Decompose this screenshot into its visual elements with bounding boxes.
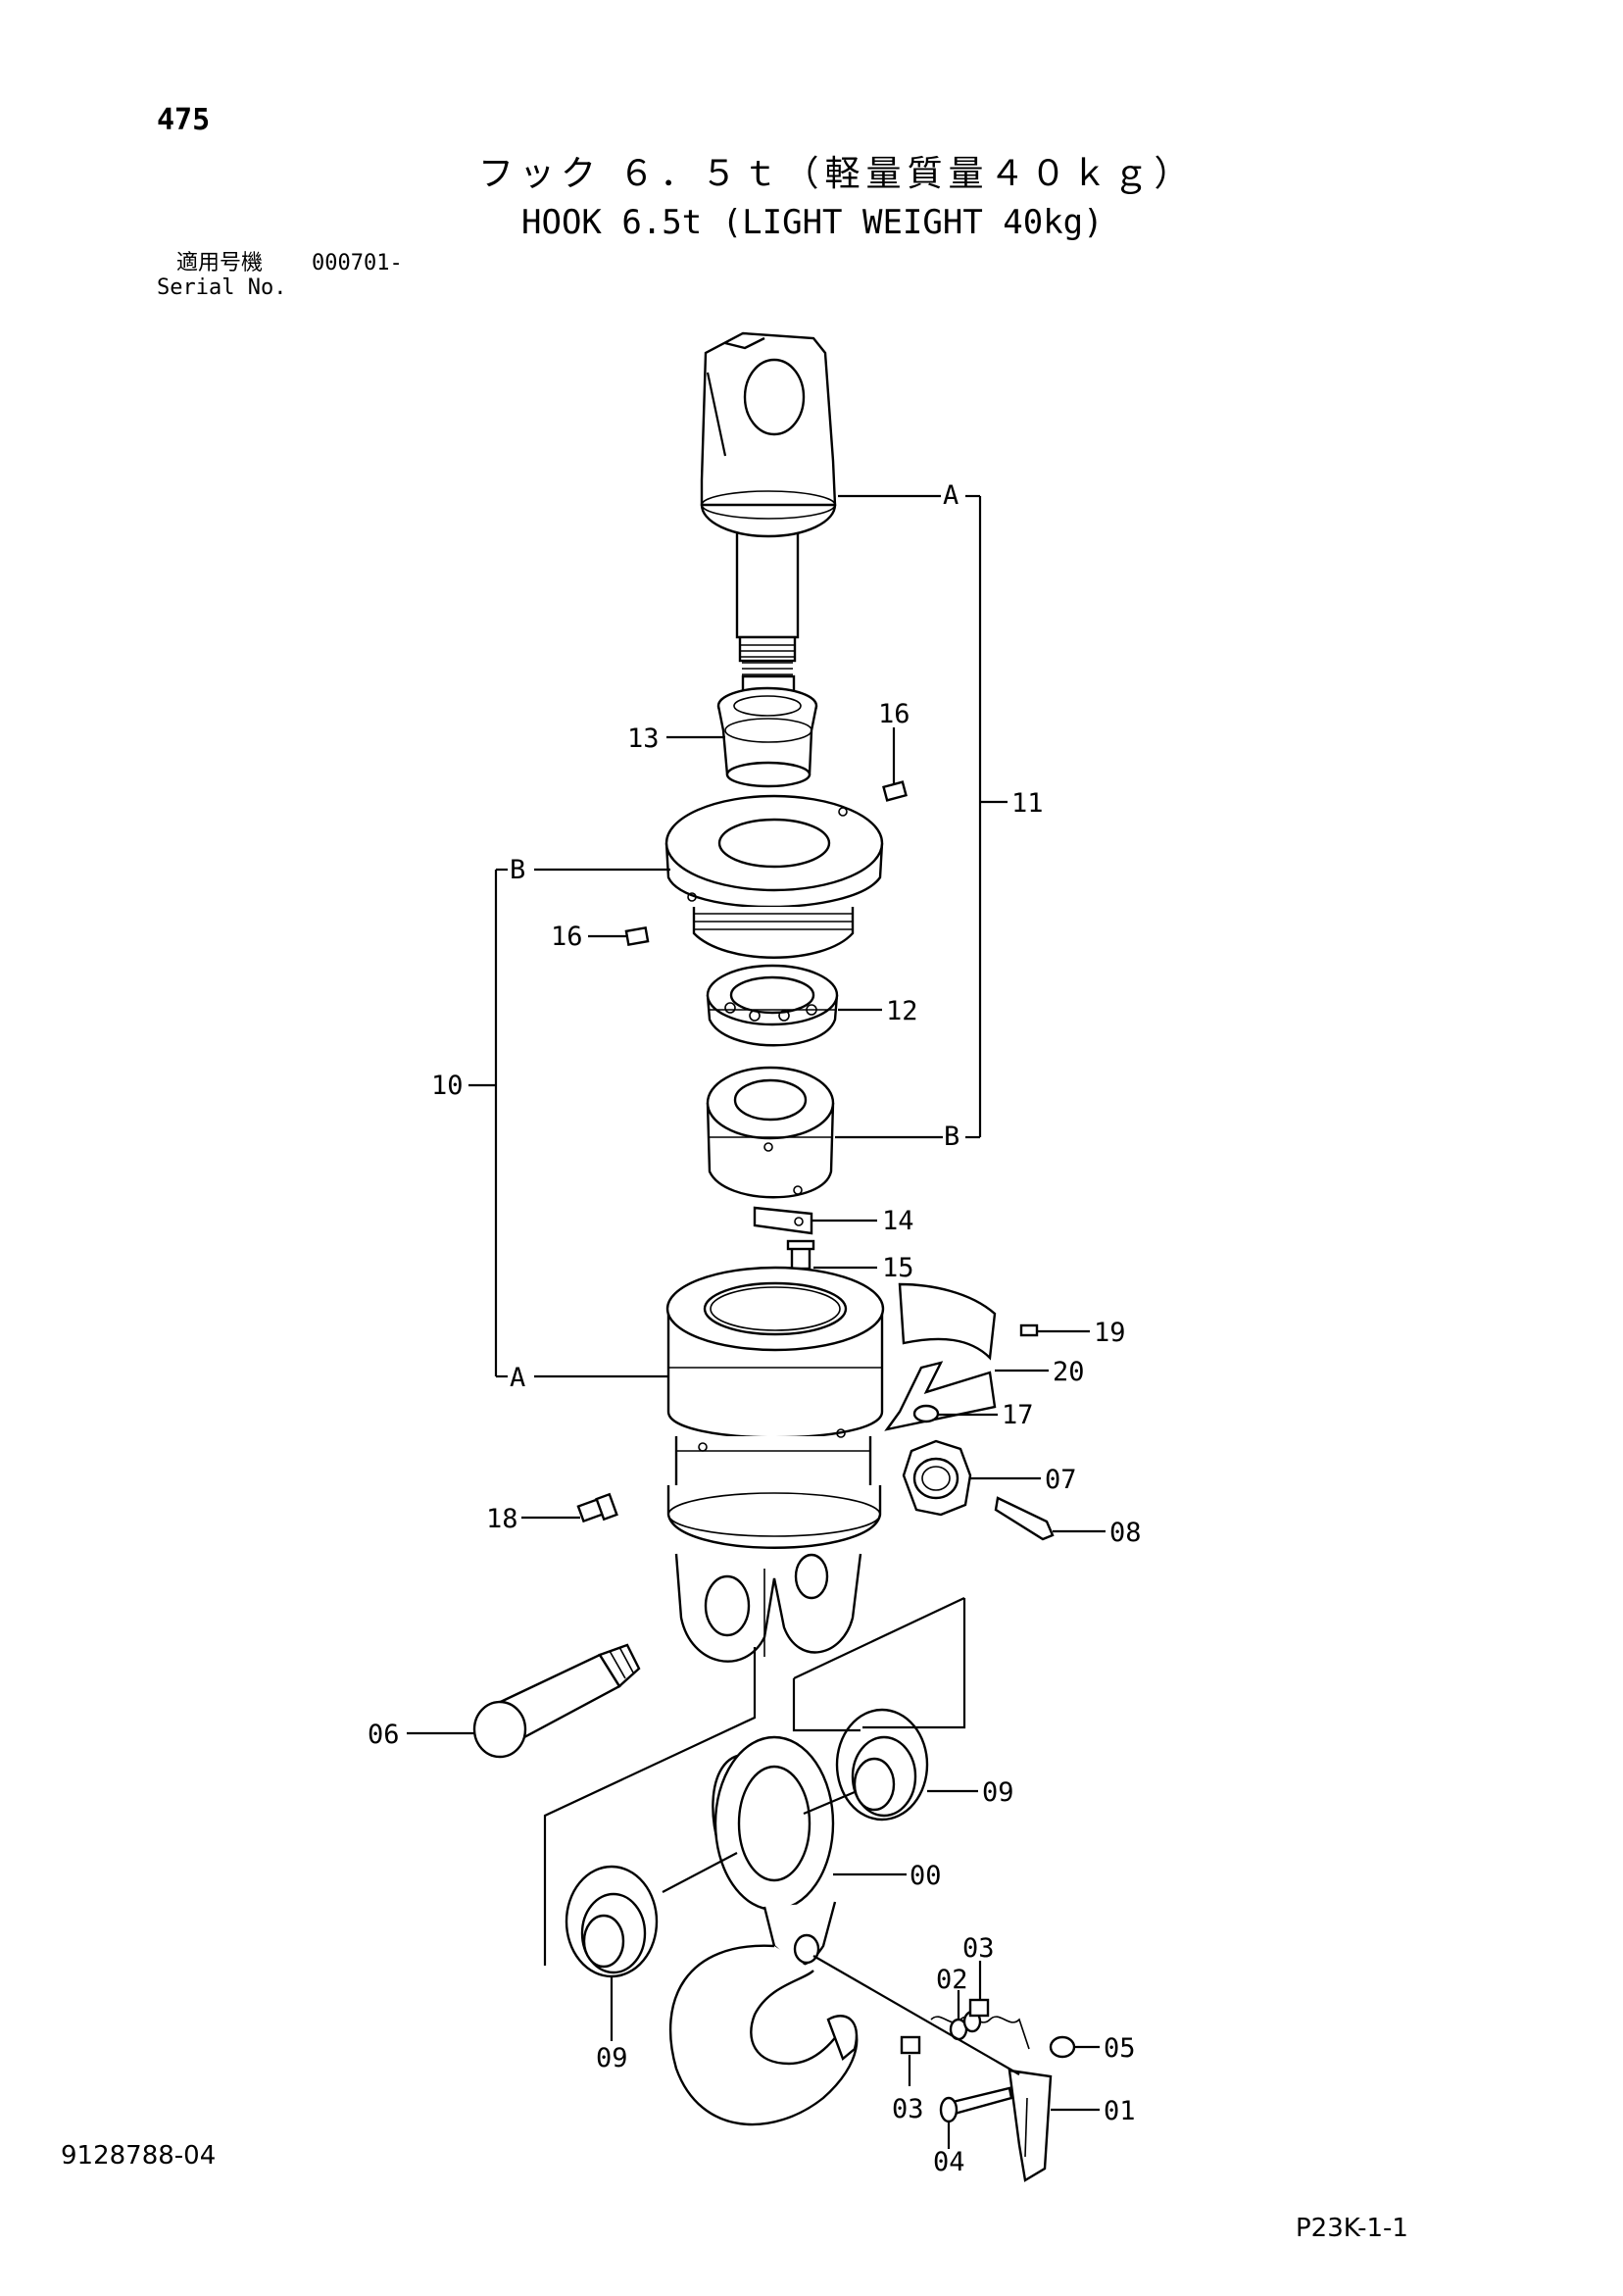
callout-11: 11: [1011, 788, 1044, 819]
leader-lines: [407, 494, 1106, 2149]
callout-15: 15: [882, 1253, 914, 1283]
serial-label-japanese: 適用号機: [176, 251, 264, 275]
callout-09-left: 09: [596, 2043, 628, 2073]
callout-16-top: 16: [878, 699, 910, 729]
callout-13: 13: [627, 724, 660, 754]
callout-20: 20: [1053, 1357, 1085, 1387]
hook-nut-part: [706, 1066, 835, 1199]
flange-cover-part: [664, 794, 884, 959]
collar-left: [900, 2035, 921, 2055]
callout-07: 07: [1045, 1465, 1077, 1495]
callout-16-left: 16: [551, 922, 583, 952]
latch-bolt-part: [939, 2086, 1013, 2123]
spring-part: [930, 2010, 1030, 2050]
callout-17: 17: [1002, 1400, 1034, 1430]
thrust-bearing-part: [706, 964, 839, 1047]
callout-14: 14: [882, 1206, 914, 1236]
washer-left: [565, 1865, 659, 1978]
callout-B-bottom: B: [944, 1122, 959, 1152]
grease-nipple-18: [576, 1492, 618, 1523]
callout-05: 05: [1104, 2033, 1136, 2064]
callout-00: 00: [910, 1861, 942, 1891]
callout-04: 04: [933, 2147, 965, 2177]
page-reference: P23K-1-1: [1296, 2214, 1408, 2243]
housing-part: [665, 1266, 885, 1663]
callout-08: 08: [1109, 1518, 1142, 1548]
lock-bolt-part: [786, 1239, 815, 1271]
set-screw-top: [882, 780, 908, 802]
latch-nut-part: [1049, 2035, 1076, 2059]
title-english: HOOK 6.5t (LIGHT WEIGHT 40kg): [521, 203, 1104, 242]
lock-plate-part: [753, 1206, 813, 1235]
callout-labels: A 11 B B 10 A 13 16 16 12 14 15 19 20 17…: [368, 480, 1142, 2177]
callout-06: 06: [368, 1720, 400, 1750]
eye-bolt-part: [700, 331, 837, 722]
hook-pin-part: [472, 1643, 641, 1759]
washer-right: [835, 1708, 929, 1822]
cotter-pin-part: [994, 1496, 1055, 1541]
bushing-part: [716, 686, 818, 788]
callout-01: 01: [1104, 2096, 1136, 2126]
callout-12: 12: [886, 996, 918, 1026]
callout-A-bottom: A: [510, 1363, 525, 1393]
collar-right: [968, 1998, 990, 2018]
callout-09-right: 09: [982, 1777, 1014, 1808]
callout-03-top: 03: [962, 1933, 995, 1964]
callout-03-bottom: 03: [892, 2094, 924, 2124]
callout-02: 02: [936, 1965, 968, 1995]
callout-A-top: A: [943, 480, 959, 511]
callout-B-top: B: [510, 855, 525, 885]
castle-nut-part: [902, 1439, 972, 1517]
document-number: 9128788-04: [61, 2141, 217, 2171]
callout-18: 18: [486, 1504, 518, 1534]
serial-label-english: Serial No.: [157, 275, 287, 300]
callout-10: 10: [431, 1071, 464, 1101]
hook-part: [668, 1735, 859, 2126]
latch-part: [1008, 2069, 1053, 2182]
set-screw-left: [624, 925, 650, 947]
callout-19: 19: [1094, 1318, 1126, 1348]
page-number: 475: [157, 103, 211, 137]
title-japanese: フック ６．５ｔ（軽量質量４０ｋｇ）: [478, 154, 1196, 194]
serial-number-value: 000701-: [312, 251, 403, 275]
grease-nipple-17: [912, 1404, 940, 1423]
